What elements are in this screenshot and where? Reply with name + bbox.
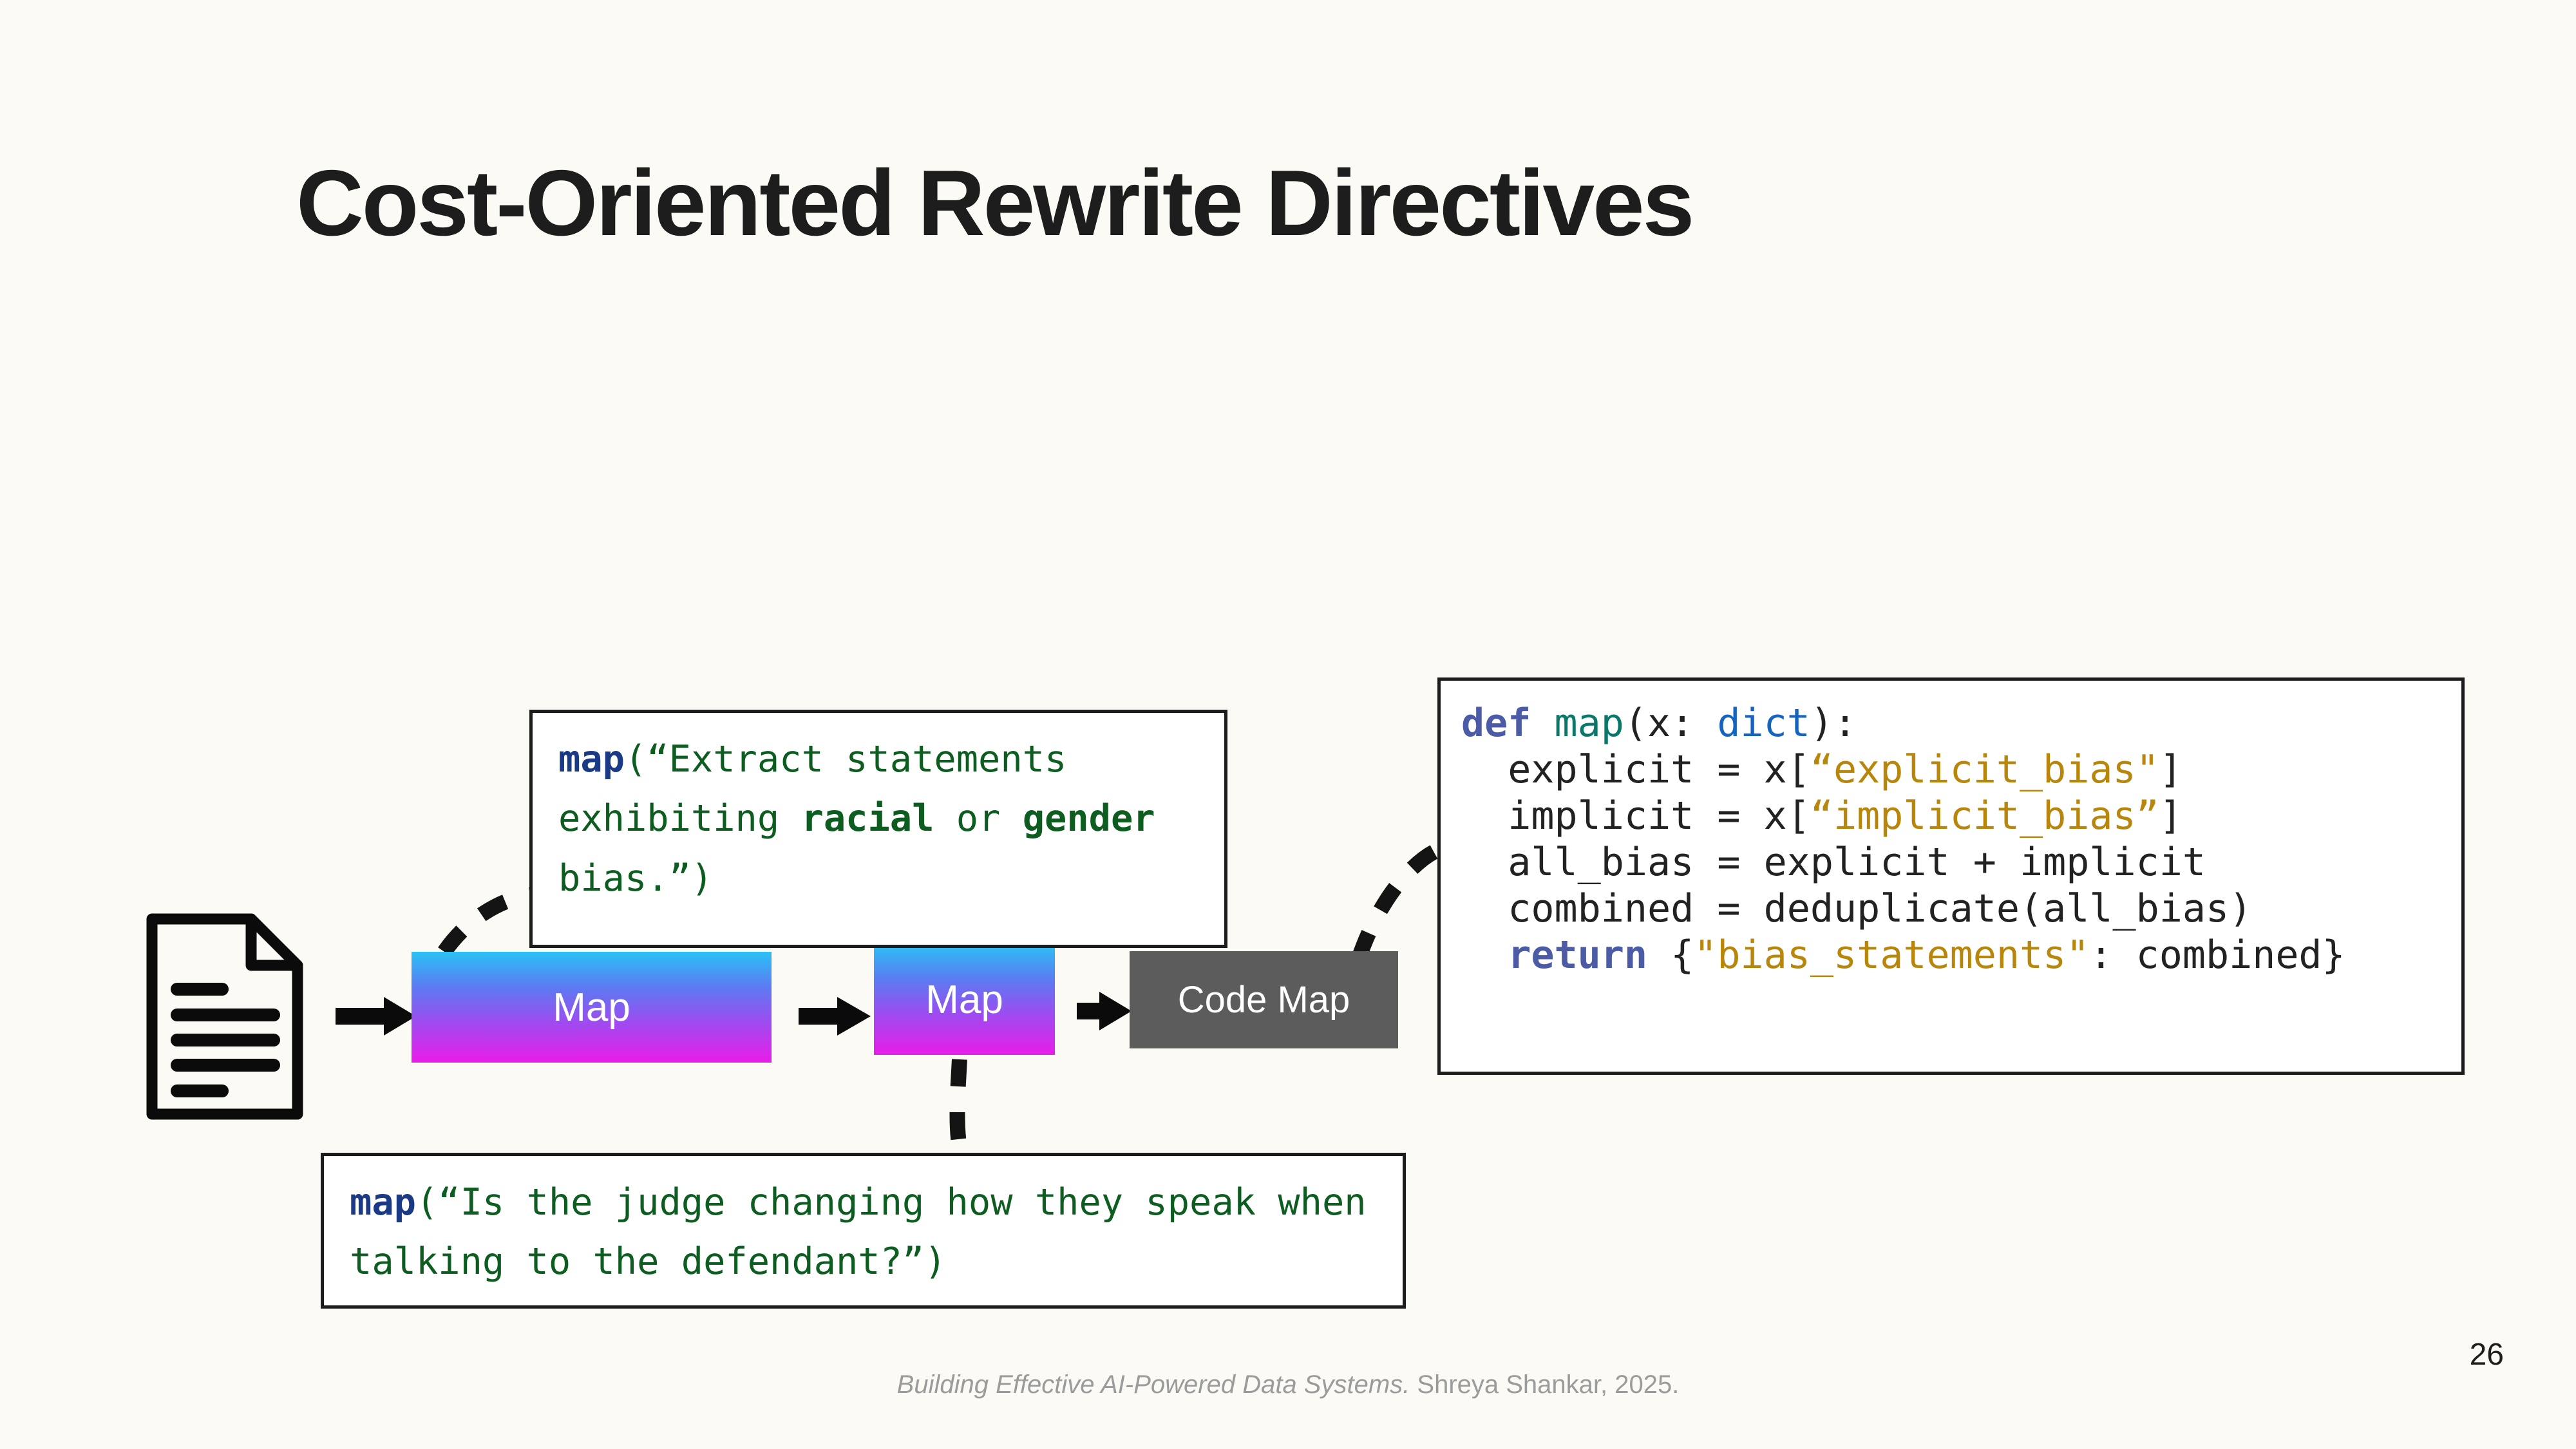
document-icon — [146, 913, 303, 1120]
pipeline-box-map-2[interactable]: Map — [874, 944, 1055, 1055]
code-line2-b: ] — [2159, 747, 2183, 792]
footer-title: Building Effective AI-Powered Data Syste… — [896, 1370, 1410, 1399]
pipeline-box-code-map[interactable]: Code Map — [1130, 951, 1398, 1048]
arrow-doc-to-map1 — [336, 997, 416, 1036]
callout-fn-name: map — [558, 738, 625, 781]
code-line6-a: { — [1647, 933, 1694, 978]
callout-text-open: (“Extract statements exhibiting — [558, 738, 1067, 840]
page-title: Cost-Oriented Rewrite Directives — [296, 151, 1694, 255]
code-args-open: (x: — [1624, 701, 1718, 746]
page-number: 26 — [2469, 1338, 2504, 1372]
code-string-bias-statements: "bias_statements" — [1694, 933, 2090, 978]
footer-attribution: Building Effective AI-Powered Data Syste… — [0, 1370, 2576, 1399]
pipeline-box-map-1[interactable]: Map — [412, 952, 772, 1063]
code-line3-a: implicit = x[ — [1461, 793, 1810, 838]
code-keyword-return: return — [1461, 933, 1647, 978]
callout-judge-directive: map(“Is the judge changing how they spea… — [321, 1153, 1406, 1309]
code-string-implicit-bias: “implicit_bias” — [1810, 793, 2159, 838]
connector-codemap-to-code-block — [1351, 843, 1441, 961]
arrow-map2-to-codemap — [1077, 992, 1132, 1030]
callout-text: (“Is the judge changing how they speak w… — [350, 1181, 1367, 1283]
arrow-map1-to-map2 — [799, 997, 871, 1036]
code-line2-a: explicit = x[ — [1461, 747, 1810, 792]
code-line4: all_bias = explicit + implicit — [1461, 840, 2206, 885]
callout-extract-directive: map(“Extract statements exhibiting racia… — [529, 710, 1227, 948]
pipeline-box-label: Map — [925, 977, 1003, 1022]
code-block-python: def map(x: dict): explicit = x[“explicit… — [1437, 677, 2465, 1075]
code-line6-b: : combined} — [2089, 933, 2345, 978]
pipeline-box-label: Map — [553, 985, 630, 1030]
code-function-map: map — [1554, 701, 1624, 746]
connector-map1-to-extract-callout — [438, 886, 540, 956]
code-line3-b: ] — [2159, 793, 2183, 838]
pipeline-box-label: Code Map — [1177, 979, 1350, 1021]
callout-text-mid: or — [934, 797, 1023, 840]
code-args-close: ): — [1810, 701, 1857, 746]
code-string-explicit-bias: “explicit_bias" — [1810, 747, 2159, 792]
callout-emphasis-racial: racial — [801, 797, 934, 840]
callout-emphasis-gender: gender — [1022, 797, 1155, 840]
code-keyword-def: def — [1461, 701, 1531, 746]
code-type-dict: dict — [1717, 701, 1810, 746]
callout-fn-name: map — [350, 1181, 416, 1224]
code-line5: combined = deduplicate(all_bias) — [1461, 886, 2253, 931]
footer-author: Shreya Shankar, 2025. — [1410, 1370, 1680, 1399]
callout-text-close: bias.”) — [558, 857, 714, 900]
connector-map2-to-judge-callout — [949, 1059, 969, 1155]
